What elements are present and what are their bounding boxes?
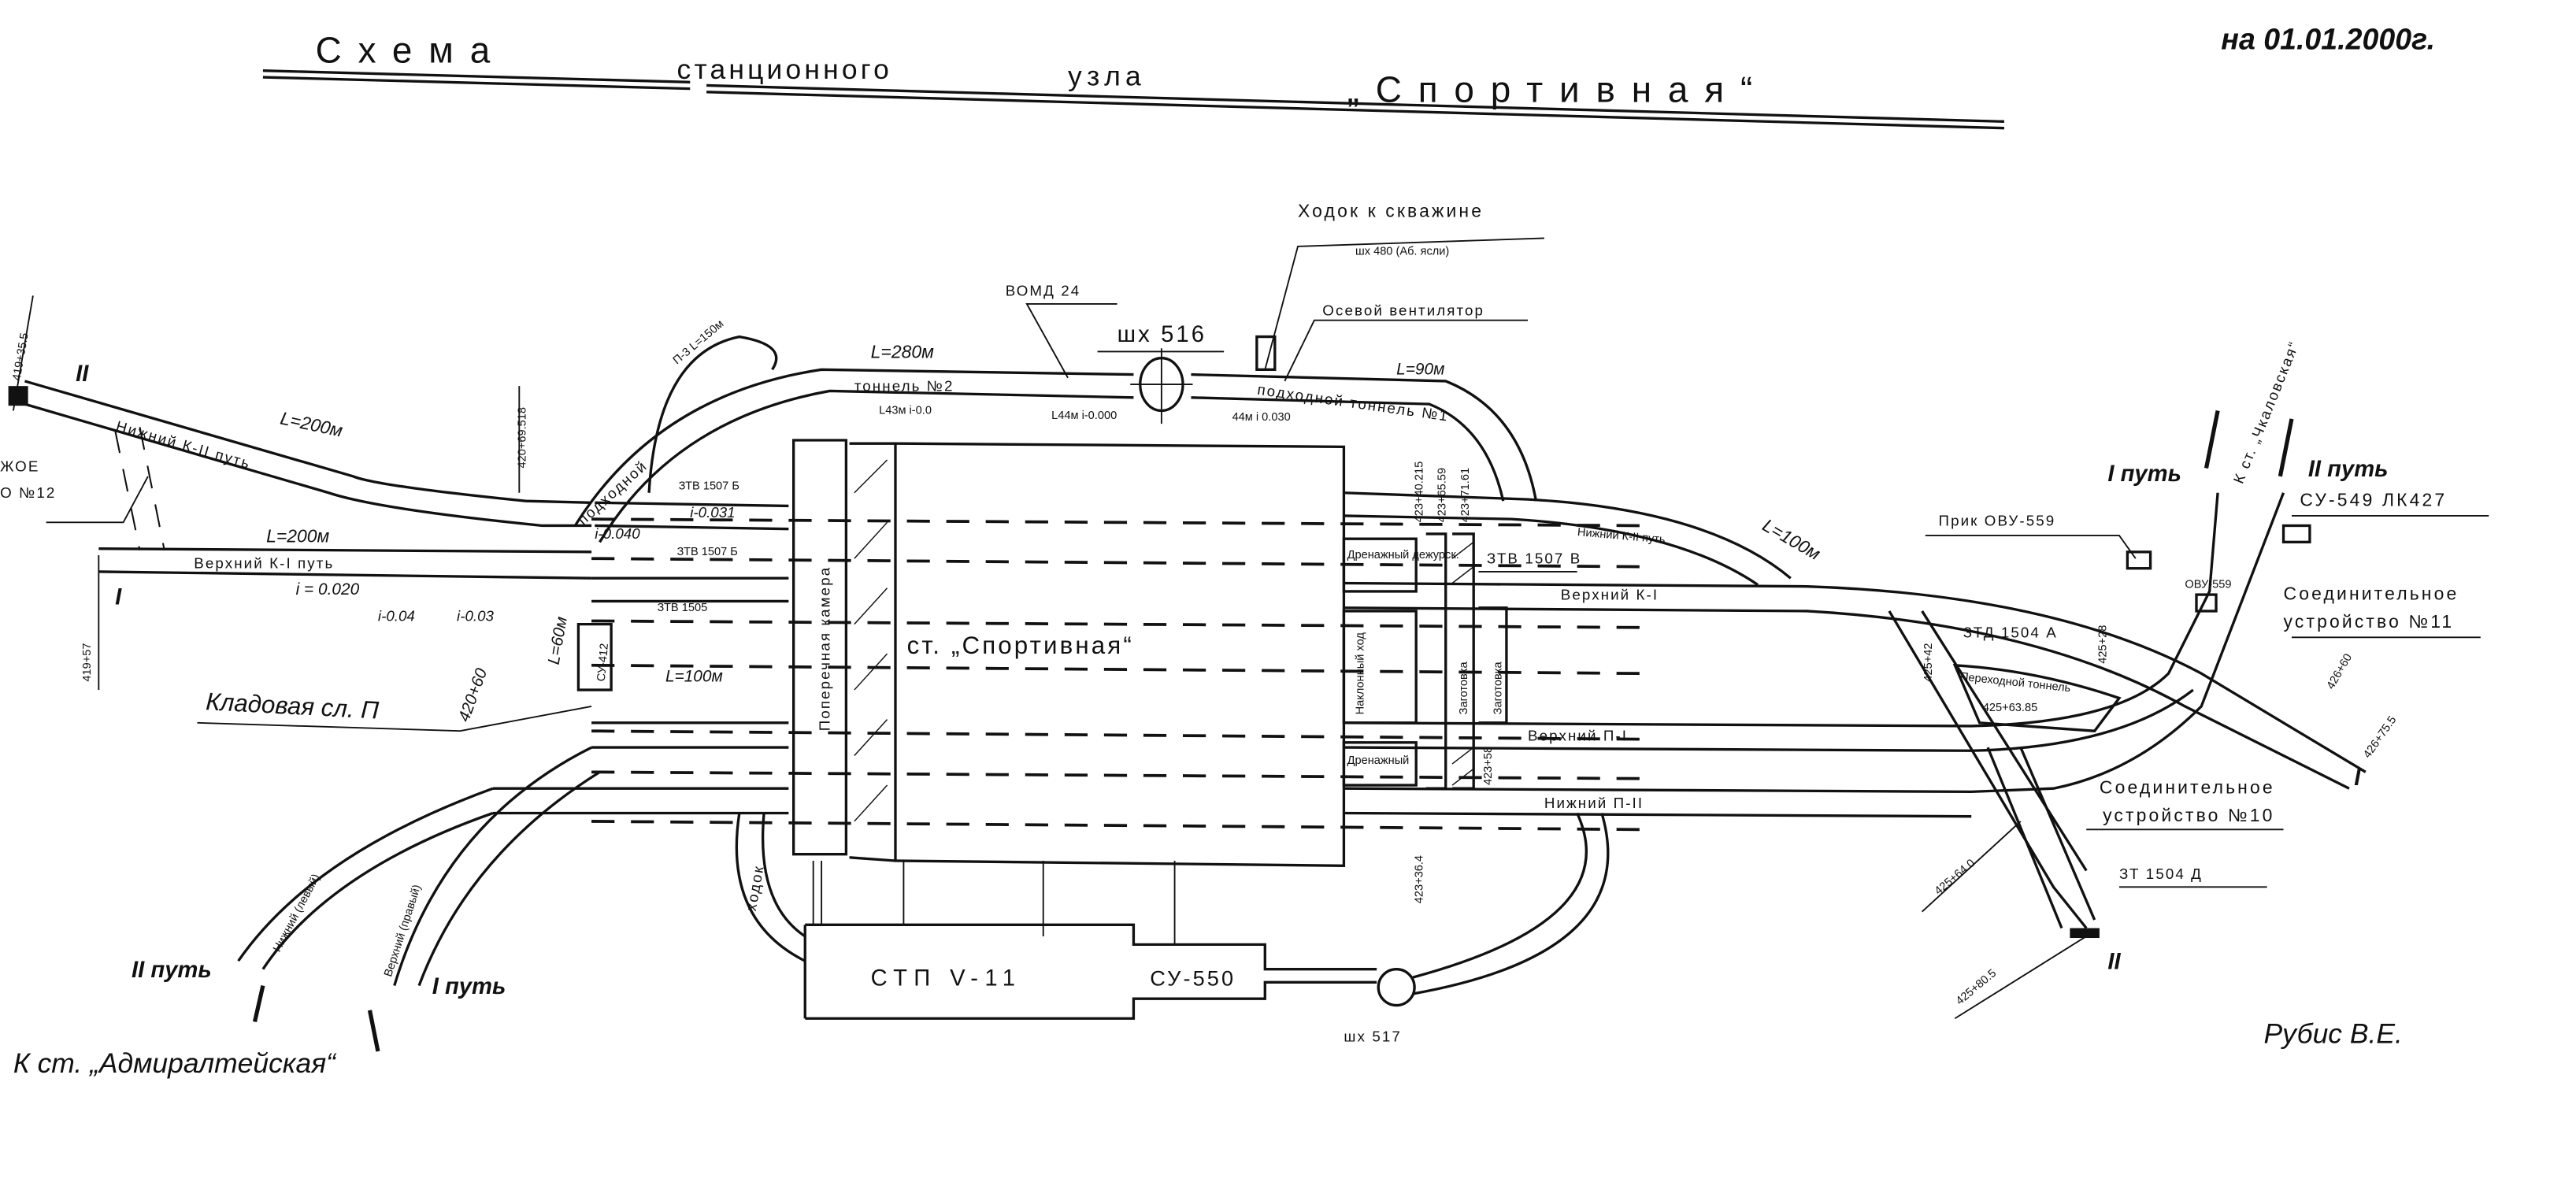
station-hall: Поперечная камера ст. „Спортивная“ [591, 439, 1644, 867]
track2-marker: II [76, 361, 89, 387]
l280-label: L=280м [871, 342, 934, 362]
upper-right-label: Верхний (правый) [382, 884, 424, 979]
ovu-label: ОВУ-559 [2185, 579, 2231, 591]
ovu-pri-label: Прик ОВУ-559 [1939, 512, 2056, 528]
l200-label: L=200м [266, 525, 329, 546]
l100-label: L=100м [665, 668, 723, 686]
pk-label: 419+57 [81, 643, 94, 682]
track2-marker: II [2107, 950, 2121, 975]
grade-label: L43м i-0.0 [879, 405, 932, 417]
su412-label: СУ-412 [595, 643, 611, 682]
hodok-label: ходок [743, 863, 767, 912]
pk-label: 423+71.61 [1459, 468, 1472, 522]
drain-label: Дренажный [1347, 754, 1410, 767]
to-chkalovskaya-label: К ст. „Чкаловская“ [2230, 339, 2303, 486]
pk-label: 420+69.518 [517, 407, 529, 469]
zt1504d-label: ЗТ 1504 Д [2119, 865, 2203, 882]
upper-p1-label: Верхний П-I [1528, 728, 1628, 744]
vomd-label: ВОМД 24 [1006, 282, 1081, 298]
connector11-label: устройство №11 [2284, 611, 2455, 632]
l200-label: L=200м [279, 408, 345, 441]
l90-label: L=90м [1396, 361, 1444, 379]
date-label: на 01.01.2000г. [2221, 23, 2435, 56]
pk-label: 425+42 [1922, 643, 1935, 682]
track1-label: I путь [432, 974, 506, 999]
track1-marker: I [2354, 765, 2361, 791]
tunnel2-label: тоннель №2 [854, 377, 954, 394]
grade-label: i-0.031 [690, 504, 735, 521]
l60-label: L=60м [545, 615, 571, 665]
stub1-label: Заготовка [1458, 662, 1470, 715]
upper-k1-label: Верхний К-I путь [194, 555, 334, 572]
title-word-node: узла [1068, 60, 1146, 91]
pk-label: 425+80.5 [1954, 967, 1999, 1008]
ztv1507v-label: ЗТВ 1507 В [1487, 550, 1581, 566]
running-tunnels: Верхний К-I Верхний П-I Нижний П-II Нижн… [24, 380, 2367, 929]
storeroom-label: Кладовая сл. П [206, 688, 380, 724]
left-region: 419+35.5 II Нижний К-II путь L=200м ЖОЕ … [0, 295, 739, 732]
connector10-label: Соединительное [2100, 776, 2275, 797]
pk-label: 419+35.5 [10, 332, 31, 381]
su549-label: СУ-549 ЛК427 [2300, 489, 2447, 510]
to-admiralteyskaya-label: К ст. „Адмиралтейская“ [13, 1047, 337, 1079]
grade-label: i-0.04 [378, 607, 415, 624]
stp-label: СТП V-11 [871, 966, 1022, 991]
hodok-label: Ходок к скважине [1298, 200, 1484, 221]
pk-label: 423+58 [1482, 747, 1495, 785]
drain-duty-label: Дренажный дежурск. [1347, 549, 1459, 561]
stub2-label: Заготовка [1492, 662, 1505, 715]
title-word-scheme: Схема [316, 29, 506, 70]
su550-label: СУ-550 [1150, 966, 1236, 991]
grade-label: 44м i 0.030 [1232, 411, 1291, 424]
connector10-label: устройство №10 [2103, 805, 2274, 825]
pk-label: 423+36.4 [1414, 855, 1426, 903]
connector12-label: ЖОЕ [0, 458, 39, 475]
transfer-tunnel-label: Переходной тоннель [1959, 671, 2071, 695]
title: Схема станционного узла „Спортивная“ на … [262, 23, 2435, 130]
track2-label: II путь [132, 958, 212, 983]
ztv-label: ЗТВ 1507 Б [677, 546, 738, 558]
lower-p2-label: Нижний П-II [1544, 795, 1644, 811]
ztv-label: ЗТВ 1507 Б [679, 480, 739, 493]
lower-k2-right-label: Нижний К-II путь [1577, 526, 1666, 547]
pk-label: 426+75.5 [2361, 714, 2399, 761]
fan-label: Осевой вентилятор [1322, 302, 1484, 318]
title-word-sportivnaya: „Спортивная“ [1347, 69, 1770, 109]
upper-k1-label: Верхний К-I [1561, 586, 1659, 602]
title-word-station: станционного [677, 54, 892, 85]
station-right-structures: Дренажный дежурск. Наклонный ход Заготов… [1342, 461, 1581, 903]
grade-label: i-0.03 [457, 607, 495, 624]
shaft517-label: шх 517 [1344, 1028, 1401, 1044]
l100-right-label: L=100м [1759, 514, 1825, 564]
pk-label: 420+60 [455, 665, 491, 724]
pk-label: 425+28 [2096, 625, 2109, 664]
shaft516-label: шх 516 [1118, 322, 1207, 347]
pk-label: 423+40.215 [1414, 461, 1426, 523]
incline-label: Наклонный ход [1354, 632, 1366, 715]
track1-marker: I [115, 585, 122, 610]
approach-left-label: подходной [574, 457, 650, 528]
grade-label: i = 0.020 [296, 580, 360, 599]
author-signature: Рубис В.Е. [2264, 1018, 2403, 1050]
track1-label: I путь [2107, 461, 2181, 487]
pk-label: 425+64.0 [1933, 857, 1977, 898]
lower-k2-label: Нижний К-II путь [114, 417, 253, 472]
hodok-sub-label: шх 480 (Аб. ясли) [1355, 245, 1449, 258]
ztd1504a-label: ЗТД 1504 А [1963, 624, 2058, 640]
grade-label: i-0.040 [595, 525, 640, 542]
bottom-region: СТП V-11 СУ-550 шх 517 ходок Нижний (лев… [13, 746, 1610, 1079]
connector11-label: Соединительное [2284, 583, 2459, 603]
pk-label: 426+60 [2325, 652, 2355, 692]
connector12-label: О №12 [0, 484, 56, 501]
ztv1505-label: ЗТВ 1505 [658, 602, 708, 614]
pk-label: 425+63.85 [1983, 702, 2037, 714]
grade-label: L44м i-0.000 [1051, 410, 1117, 422]
track2-label: II путь [2308, 457, 2389, 482]
station-name: ст. „Спортивная“ [907, 632, 1134, 659]
cross-chamber-label: Поперечная камера [817, 566, 833, 731]
